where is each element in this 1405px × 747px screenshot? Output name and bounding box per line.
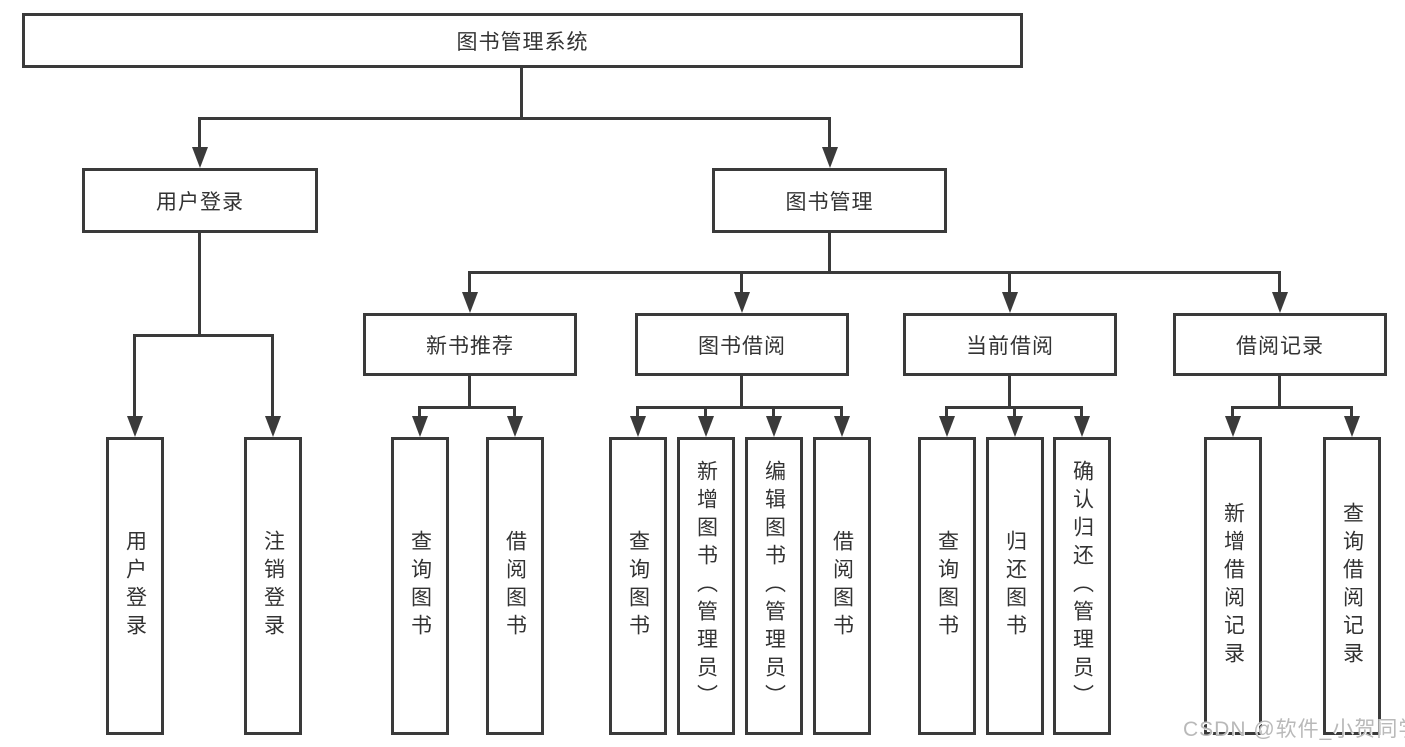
leaf-query-books-current-label: 查询图书 <box>935 530 959 642</box>
leaf-confirm-return-admin-label: 确认归还（管理员） <box>1070 460 1094 712</box>
node-user-login-label: 用户登录 <box>156 190 244 214</box>
leaf-logout-label: 注销登录 <box>261 530 285 642</box>
leaf-edit-books-admin: 编辑图书（管理员） <box>745 437 803 735</box>
node-new-book-recommend-label: 新书推荐 <box>426 334 514 358</box>
connector-root-stem <box>520 68 523 120</box>
arrow-down-icon <box>1272 292 1288 313</box>
leaf-logout: 注销登录 <box>244 437 302 735</box>
arrow-down-icon <box>630 416 646 437</box>
connector-userlogin-branch <box>133 334 274 337</box>
connector-bookmgmt-drop-1 <box>468 271 471 297</box>
connector-root-drop-right <box>828 117 831 155</box>
leaf-user-login: 用户登录 <box>106 437 164 735</box>
node-current-borrow-label: 当前借阅 <box>966 334 1054 358</box>
connector-recommend-drop-2 <box>513 406 516 420</box>
connector-current-stem <box>1008 376 1011 409</box>
connector-recommend-stem <box>468 376 471 409</box>
leaf-edit-books-admin-label: 编辑图书（管理员） <box>762 460 786 712</box>
connector-root-drop-left <box>198 117 201 155</box>
arrow-down-icon <box>822 147 838 168</box>
connector-borrow-drop-2 <box>704 406 707 420</box>
arrow-down-icon <box>412 416 428 437</box>
arrow-down-icon <box>1002 292 1018 313</box>
node-borrow-records: 借阅记录 <box>1173 313 1387 376</box>
node-borrow-records-label: 借阅记录 <box>1236 334 1324 358</box>
leaf-return-books-label: 归还图书 <box>1003 530 1027 642</box>
arrow-down-icon <box>462 292 478 313</box>
leaf-confirm-return-admin: 确认归还（管理员） <box>1053 437 1111 735</box>
connector-borrow-stem <box>740 376 743 409</box>
arrow-down-icon <box>507 416 523 437</box>
arrow-down-icon <box>1225 416 1241 437</box>
leaf-borrow-books-recommend-label: 借阅图书 <box>503 530 527 642</box>
node-root-label: 图书管理系统 <box>456 30 589 54</box>
node-book-management-label: 图书管理 <box>785 190 874 214</box>
connector-records-drop-1 <box>1231 406 1234 420</box>
leaf-query-borrow-record: 查询借阅记录 <box>1323 437 1381 735</box>
node-current-borrow: 当前借阅 <box>903 313 1117 376</box>
connector-borrow-drop-3 <box>772 406 775 420</box>
leaf-query-books-current: 查询图书 <box>918 437 976 735</box>
node-book-borrow: 图书借阅 <box>635 313 849 376</box>
arrow-down-icon <box>766 416 782 437</box>
leaf-return-books: 归还图书 <box>986 437 1044 735</box>
leaf-add-books-admin: 新增图书（管理员） <box>677 437 735 735</box>
node-book-borrow-label: 图书借阅 <box>698 334 786 358</box>
leaf-query-books-recommend-label: 查询图书 <box>408 530 432 642</box>
leaf-borrow-books: 借阅图书 <box>813 437 871 735</box>
connector-records-branch <box>1231 406 1353 409</box>
arrow-down-icon <box>698 416 714 437</box>
leaf-user-login-label: 用户登录 <box>123 530 147 642</box>
connector-root-branch <box>198 117 831 120</box>
connector-userlogin-stem <box>198 233 201 337</box>
connector-userlogin-drop-left <box>133 334 136 420</box>
connector-bookmgmt-drop-4 <box>1278 271 1281 297</box>
connector-recommend-drop-1 <box>418 406 421 420</box>
leaf-add-borrow-record: 新增借阅记录 <box>1204 437 1262 735</box>
connector-recommend-branch <box>418 406 516 409</box>
leaf-add-books-admin-label: 新增图书（管理员） <box>694 460 718 712</box>
connector-userlogin-drop-right <box>271 334 274 420</box>
connector-borrow-drop-4 <box>840 406 843 420</box>
leaf-borrow-books-label: 借阅图书 <box>830 530 854 642</box>
leaf-query-books-borrow-label: 查询图书 <box>626 530 650 642</box>
connector-borrow-drop-1 <box>636 406 639 420</box>
leaf-query-borrow-record-label: 查询借阅记录 <box>1340 502 1364 670</box>
node-user-login: 用户登录 <box>82 168 318 233</box>
connector-bookmgmt-branch <box>468 271 1281 274</box>
connector-current-drop-3 <box>1080 406 1083 420</box>
connector-bookmgmt-drop-3 <box>1008 271 1011 297</box>
arrow-down-icon <box>265 416 281 437</box>
connector-records-drop-2 <box>1350 406 1353 420</box>
node-root: 图书管理系统 <box>22 13 1023 68</box>
node-new-book-recommend: 新书推荐 <box>363 313 577 376</box>
arrow-down-icon <box>734 292 750 313</box>
arrow-down-icon <box>192 147 208 168</box>
connector-current-drop-1 <box>945 406 948 420</box>
arrow-down-icon <box>834 416 850 437</box>
connector-bookmgmt-drop-2 <box>740 271 743 297</box>
arrow-down-icon <box>1007 416 1023 437</box>
connector-bookmgmt-stem <box>828 233 831 274</box>
connector-borrow-branch <box>636 406 843 409</box>
leaf-borrow-books-recommend: 借阅图书 <box>486 437 544 735</box>
connector-current-drop-2 <box>1013 406 1016 420</box>
csdn-watermark: CSDN @软件_小贺同学 <box>1183 718 1405 741</box>
arrow-down-icon <box>1074 416 1090 437</box>
connector-records-stem <box>1278 376 1281 409</box>
arrow-down-icon <box>1344 416 1360 437</box>
leaf-query-books-recommend: 查询图书 <box>391 437 449 735</box>
leaf-add-borrow-record-label: 新增借阅记录 <box>1221 502 1245 670</box>
arrow-down-icon <box>127 416 143 437</box>
node-book-management: 图书管理 <box>712 168 947 233</box>
leaf-query-books-borrow: 查询图书 <box>609 437 667 735</box>
arrow-down-icon <box>939 416 955 437</box>
